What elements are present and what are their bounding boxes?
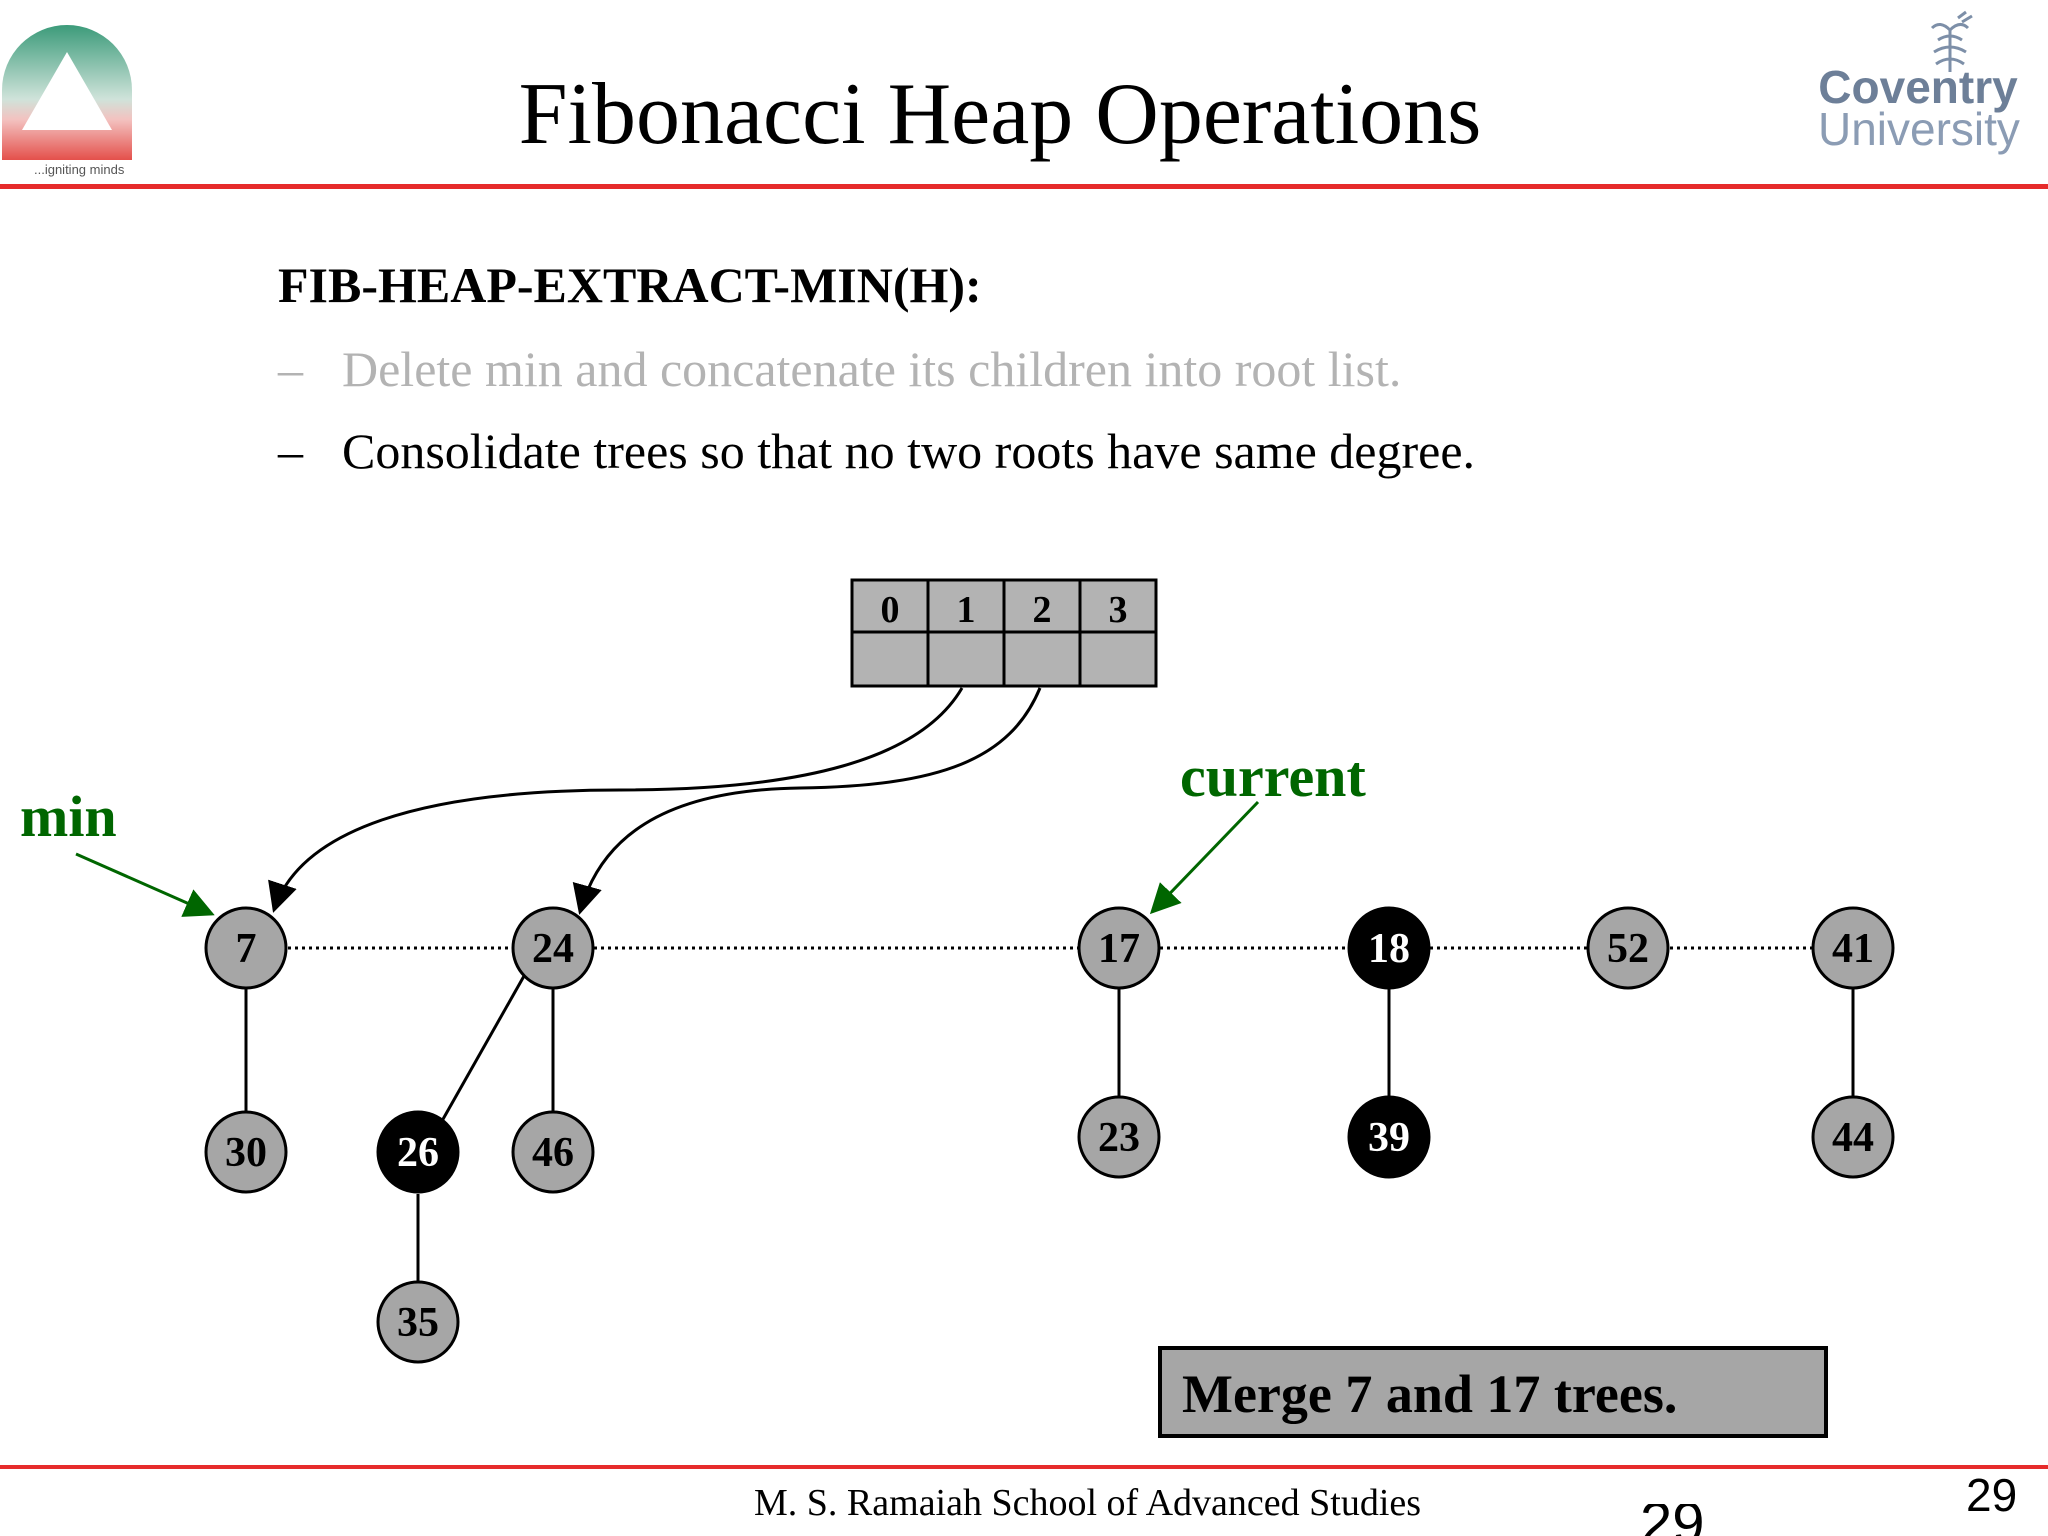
heap-node-30: 30 xyxy=(204,1110,288,1194)
coventry-logo-wordmark: Coventry University xyxy=(1818,61,2020,155)
degree-array: 0 1 2 3 xyxy=(850,578,1158,688)
operation-heading: FIB-HEAP-EXTRACT-MIN(H): xyxy=(278,257,982,313)
msrsas-logo xyxy=(2,25,132,160)
footer-school-name: M. S. Ramaiah School of Advanced Studies xyxy=(754,1482,1422,1524)
bullet-dash: – xyxy=(278,423,303,479)
array-pointer-cell xyxy=(850,630,930,688)
array-index-1: 1 xyxy=(957,589,976,631)
coventry-line2: University xyxy=(1818,103,2020,155)
heap-node-18-marked: 18 xyxy=(1347,906,1431,990)
heap-node-46: 46 xyxy=(511,1110,595,1194)
node-key: 24 xyxy=(532,926,574,972)
slide-title: Fibonacci Heap Operations xyxy=(518,66,1482,163)
node-key: 44 xyxy=(1832,1115,1874,1161)
coventry-logo-emblem xyxy=(1930,10,1973,72)
array-index-2: 2 xyxy=(1033,589,1052,631)
footer-divider xyxy=(0,1465,2048,1469)
node-key: 26 xyxy=(397,1130,439,1176)
array-pointer-cell xyxy=(1002,630,1082,688)
node-key: 23 xyxy=(1098,1115,1140,1161)
node-key: 41 xyxy=(1832,926,1874,972)
heap-node-17: 17 xyxy=(1077,906,1161,990)
node-key: 30 xyxy=(225,1130,267,1176)
array-pointer-cell xyxy=(1078,630,1158,688)
bullet-text: Consolidate trees so that no two roots h… xyxy=(342,423,1476,479)
current-pointer-arrow xyxy=(1149,800,1260,915)
step-caption: Merge 7 and 17 trees. xyxy=(1182,1364,1677,1424)
coventry-line1: Coventry xyxy=(1818,61,2018,113)
array-index-3: 3 xyxy=(1109,589,1128,631)
heap-node-35: 35 xyxy=(376,1280,460,1364)
node-key: 17 xyxy=(1098,926,1140,972)
node-key: 52 xyxy=(1607,926,1649,972)
heap-node-39-marked: 39 xyxy=(1347,1095,1431,1179)
tree-edges xyxy=(244,975,1855,1281)
node-key: 18 xyxy=(1368,926,1410,972)
node-key: 35 xyxy=(397,1300,439,1346)
heap-node-7: 7 xyxy=(204,906,288,990)
heap-node-41: 41 xyxy=(1811,906,1895,990)
bullet-dash: – xyxy=(278,341,303,397)
bullet-consolidate: –Consolidate trees so that no two roots … xyxy=(278,420,1475,482)
bullet-delete-min: –Delete min and concatenate its children… xyxy=(278,338,1401,400)
fib-heap-diagram: 0 1 2 3 min current 7 24 17 xyxy=(20,578,1895,1438)
slide-page-number-ghost: 29 xyxy=(1640,1504,1705,1536)
array-slot-2-pointer xyxy=(572,687,1042,915)
heap-node-52: 52 xyxy=(1586,906,1670,990)
logo-tagline: ...igniting minds xyxy=(34,162,125,177)
node-key: 39 xyxy=(1368,1115,1410,1161)
step-caption-box: Merge 7 and 17 trees. xyxy=(1158,1346,1828,1438)
node-key: 7 xyxy=(236,926,257,972)
node-key: 46 xyxy=(532,1130,574,1176)
min-pointer-label: min xyxy=(20,784,117,849)
array-pointer-cell xyxy=(926,630,1006,688)
heap-node-24: 24 xyxy=(511,906,595,990)
array-slot-1-pointer xyxy=(268,687,964,913)
bullet-text: Delete min and concatenate its children … xyxy=(342,341,1402,397)
header-divider xyxy=(0,184,2048,189)
heap-node-26-marked: 26 xyxy=(376,1110,460,1194)
heap-node-23: 23 xyxy=(1077,1095,1161,1179)
current-pointer-label: current xyxy=(1180,744,1366,809)
slide-page-number: 29 xyxy=(1966,1469,2018,1521)
array-index-0: 0 xyxy=(881,589,900,631)
heap-node-44: 44 xyxy=(1811,1095,1895,1179)
min-pointer-arrow xyxy=(75,852,215,917)
